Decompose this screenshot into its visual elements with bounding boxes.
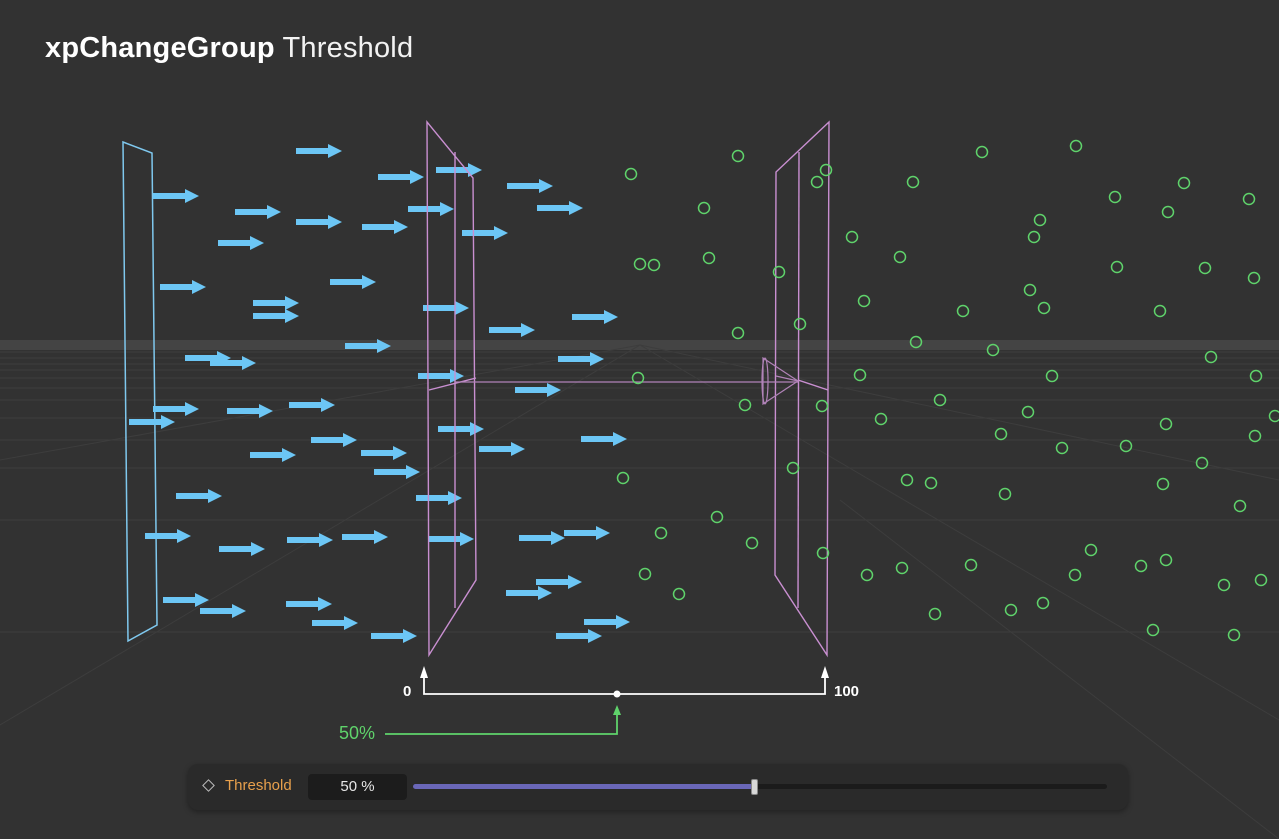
floor-grid <box>0 340 1279 839</box>
threshold-param-label: Threshold <box>225 777 292 794</box>
range-axis <box>423 672 826 695</box>
threshold-plane-end <box>774 120 830 658</box>
threshold-arrow-icon <box>613 705 621 715</box>
end-arrow-icon <box>821 666 829 678</box>
keyframe-diamond-icon[interactable] <box>202 779 215 792</box>
page-title: xpChangeGroup Threshold <box>45 32 413 65</box>
threshold-marker <box>385 712 618 735</box>
threshold-plane-start <box>426 120 477 658</box>
axis-end-label: 100 <box>834 683 860 700</box>
threshold-value-field[interactable]: 50 % <box>308 774 407 800</box>
threshold-percent-label: 50% <box>339 723 376 743</box>
title-node-name: xpChangeGroup <box>45 32 275 64</box>
circle-particles <box>616 139 1279 642</box>
source-plane <box>122 140 158 643</box>
direction-indicator <box>455 356 800 406</box>
threshold-slider-fill <box>413 784 754 789</box>
threshold-slider[interactable] <box>413 779 1107 795</box>
parameter-panel: Threshold 50 % <box>188 764 1128 810</box>
arrow-particles <box>129 144 630 643</box>
axis-start-label: 0 <box>403 683 412 700</box>
title-param-name: Threshold <box>282 32 414 64</box>
threshold-slider-handle[interactable] <box>751 779 758 795</box>
start-arrow-icon <box>420 666 428 678</box>
threshold-point <box>613 690 621 698</box>
